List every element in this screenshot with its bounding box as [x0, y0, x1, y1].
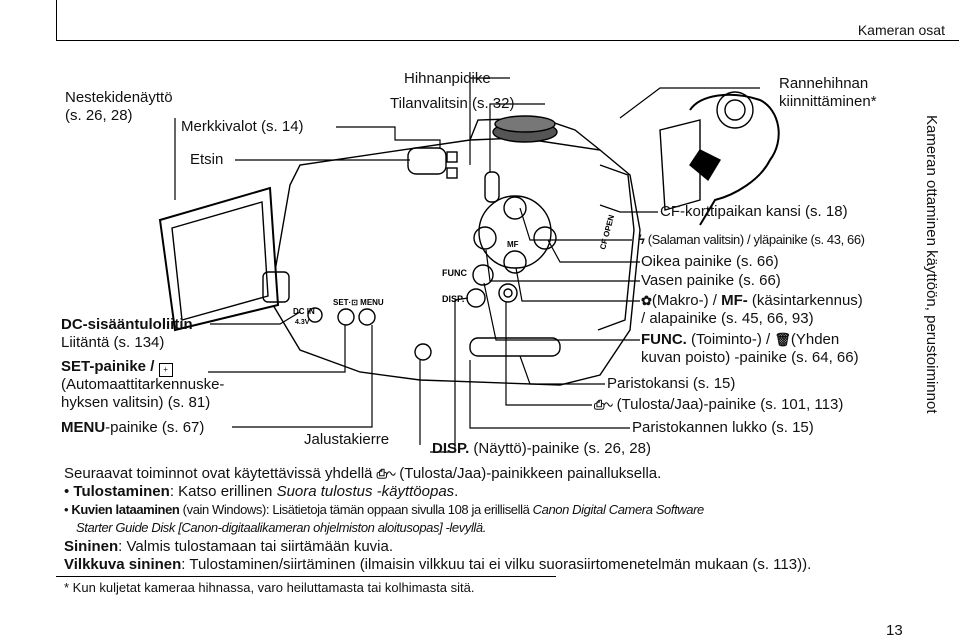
label-battery-cover: Paristokansi (s. 15): [607, 375, 736, 392]
macro-icon: ✿: [641, 293, 652, 308]
label-func-2: kuvan poisto) -painike (s. 64, 66): [641, 349, 859, 366]
mark-disp: DISP.: [442, 294, 464, 304]
side-title: Kameran ottaminen käyttöön, perustoiminn…: [923, 115, 940, 414]
body-blinking: Vilkkuva sininen: Tulostaminen/siirtämin…: [64, 556, 812, 573]
body-download-1: • Kuvien lataaminen (vain Windows): Lisä…: [64, 502, 704, 517]
controller-ring: [478, 195, 552, 269]
section-title: Kameran osat: [857, 22, 945, 38]
label-func-1: FUNC. (Toiminto-) / 🗑(Yhden: [641, 331, 840, 348]
battery-cover: [469, 337, 561, 357]
label-lcd-1: Nestekidenäyttö: [65, 89, 173, 106]
label-disp: DISP. (Näyttö)-painike (s. 26, 28): [432, 440, 651, 457]
viewfinder: [407, 147, 447, 175]
flash-icon: ϟ: [638, 232, 645, 247]
label-menu: MENU-painike (s. 67): [61, 419, 205, 436]
label-wrist-strap-2: kiinnittäminen*: [779, 93, 877, 110]
label-macro-2: / alapainike (s. 45, 66, 93): [641, 310, 814, 327]
flash-up-button: [503, 196, 527, 220]
mark-mf: MF: [507, 240, 519, 249]
body-printing: • Tulostaminen: Katso erillinen Suora tu…: [64, 483, 459, 500]
macro-button: [503, 250, 527, 274]
menu-button: [358, 308, 376, 326]
set-button: [337, 308, 355, 326]
label-left-button: Vasen painike (s. 66): [641, 272, 781, 289]
set-text: SET-painike /: [61, 358, 159, 375]
right-button: [533, 226, 557, 250]
label-right-button: Oikea painike (s. 66): [641, 253, 779, 270]
mode-switch: [484, 171, 500, 203]
left-button: [473, 226, 497, 250]
trash-icon: 🗑: [774, 332, 791, 347]
label-macro-1: ✿(Makro-) / MF- (käsintarkennus): [641, 292, 863, 309]
tripod-socket: [414, 343, 432, 361]
print-share-icon: ⎙∿: [594, 397, 613, 412]
label-dc-in-1: DC-sisääntuloliitin: [61, 316, 193, 333]
label-set-3: hyksen valitsin) (s. 81): [61, 394, 211, 411]
mark-set-menu: SET·⊡ MENU: [333, 298, 384, 307]
print-share-icon: ⎙∿: [376, 466, 396, 481]
label-wrist-strap-1: Rannehihnan: [779, 75, 869, 92]
header-rule-vertical: [56, 0, 57, 40]
label-set-1: SET-painike / +: [61, 358, 173, 377]
dc-in-jack: [307, 307, 323, 323]
label-cf-cover: CF-korttipaikan kansi (s. 18): [660, 203, 848, 220]
label-strap-mount: Hihnanpidike: [404, 70, 491, 87]
af-frame-icon: +: [158, 363, 173, 377]
label-dc-in-2: Liitäntä (s. 134): [61, 334, 165, 351]
lcd-hinge: [262, 271, 290, 303]
footnote-rule: [56, 576, 556, 577]
func-button: [472, 264, 494, 286]
body-blue: Sininen: Valmis tulostamaan tai siirtämä…: [64, 538, 394, 555]
wrist-strap-loop: [689, 93, 780, 226]
page-number: 13: [886, 622, 903, 639]
label-set-2: (Automaattitarkennuske-: [61, 376, 225, 393]
body-download-2: Starter Guide Disk [Canon-digitaalikamer…: [76, 520, 486, 535]
body-intro: Seuraavat toiminnot ovat käytettävissä y…: [64, 465, 662, 482]
label-mode-dial: Tilanvalitsin (s. 32): [390, 95, 515, 112]
label-print-share: ⎙∿ (Tulosta/Jaa)-painike (s. 101, 113): [594, 396, 844, 413]
mark-dc-in: DC IN: [293, 307, 315, 316]
label-battery-lock: Paristokannen lukko (s. 15): [632, 419, 814, 436]
footnote: * Kun kuljetat kameraa hihnassa, varo he…: [64, 580, 475, 595]
print-share-button: [498, 283, 518, 303]
label-lamps: Merkkivalot (s. 14): [181, 118, 304, 135]
lcd-panel: [158, 186, 280, 332]
label-lcd-2: (s. 26, 28): [65, 107, 133, 124]
label-viewfinder: Etsin: [190, 151, 224, 168]
mark-func: FUNC: [442, 268, 467, 278]
header-rule: [56, 40, 959, 41]
label-flash-up: ϟ (Salaman valitsin) / yläpainike (s. 43…: [638, 232, 865, 247]
mark-dc-v: 4.3V: [295, 319, 310, 326]
label-tripod: Jalustakierre: [304, 431, 390, 448]
